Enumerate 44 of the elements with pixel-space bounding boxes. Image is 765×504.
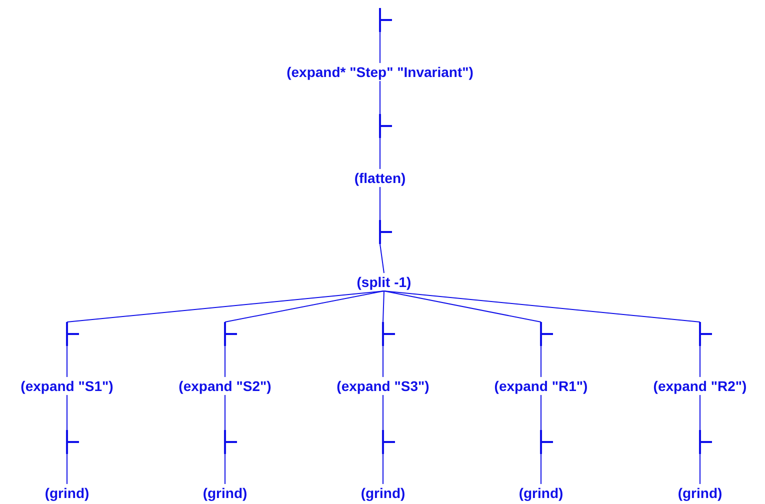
connector-line	[66, 454, 68, 484]
turnstile-symbol	[66, 322, 79, 346]
connector-line	[382, 454, 384, 484]
connector-line	[384, 290, 542, 322]
turnstile-symbol	[382, 322, 395, 346]
connector-line	[384, 290, 700, 322]
connector-line	[66, 346, 68, 378]
proof-command: (grind)	[202, 484, 248, 502]
proof-command: (flatten)	[354, 169, 406, 187]
turnstile-symbol	[379, 114, 392, 138]
proof-command: (expand "R1")	[494, 377, 588, 395]
proof-command: (expand "S2")	[178, 377, 272, 395]
proof-command: (grind)	[44, 484, 90, 502]
turnstile-symbol	[382, 430, 395, 454]
proof-command: (grind)	[360, 484, 406, 502]
proof-command: (expand* "Step" "Invariant")	[286, 63, 474, 81]
turnstile-symbol	[540, 430, 553, 454]
proof-command: (grind)	[678, 484, 722, 502]
turnstile-symbol	[224, 322, 237, 346]
connector-line	[382, 346, 384, 378]
turnstile-symbol	[224, 430, 237, 454]
connector-line	[224, 346, 226, 378]
connector-line	[380, 244, 384, 274]
connector-line	[66, 394, 68, 430]
turnstile-symbol	[379, 220, 392, 244]
proof-command: (expand "S1")	[20, 377, 114, 395]
connector-line	[224, 290, 384, 322]
connector-line	[540, 346, 542, 378]
turnstile-symbol	[540, 322, 553, 346]
turnstile-symbol	[699, 430, 712, 454]
connector-line	[224, 394, 226, 430]
connector-line	[66, 290, 384, 322]
proof-command: (split -1)	[356, 273, 412, 291]
connector-line	[382, 394, 384, 430]
proof-command: (grind)	[518, 484, 564, 502]
proof-command: (expand "R2")	[653, 377, 747, 395]
connector-line	[382, 290, 384, 322]
connector-line	[224, 454, 226, 484]
turnstile-symbol	[379, 8, 392, 32]
turnstile-symbol	[699, 322, 712, 346]
connector-line	[540, 454, 542, 484]
turnstile-symbol	[66, 430, 79, 454]
connector-line	[540, 394, 542, 430]
proof-command: (expand "S3")	[336, 377, 430, 395]
